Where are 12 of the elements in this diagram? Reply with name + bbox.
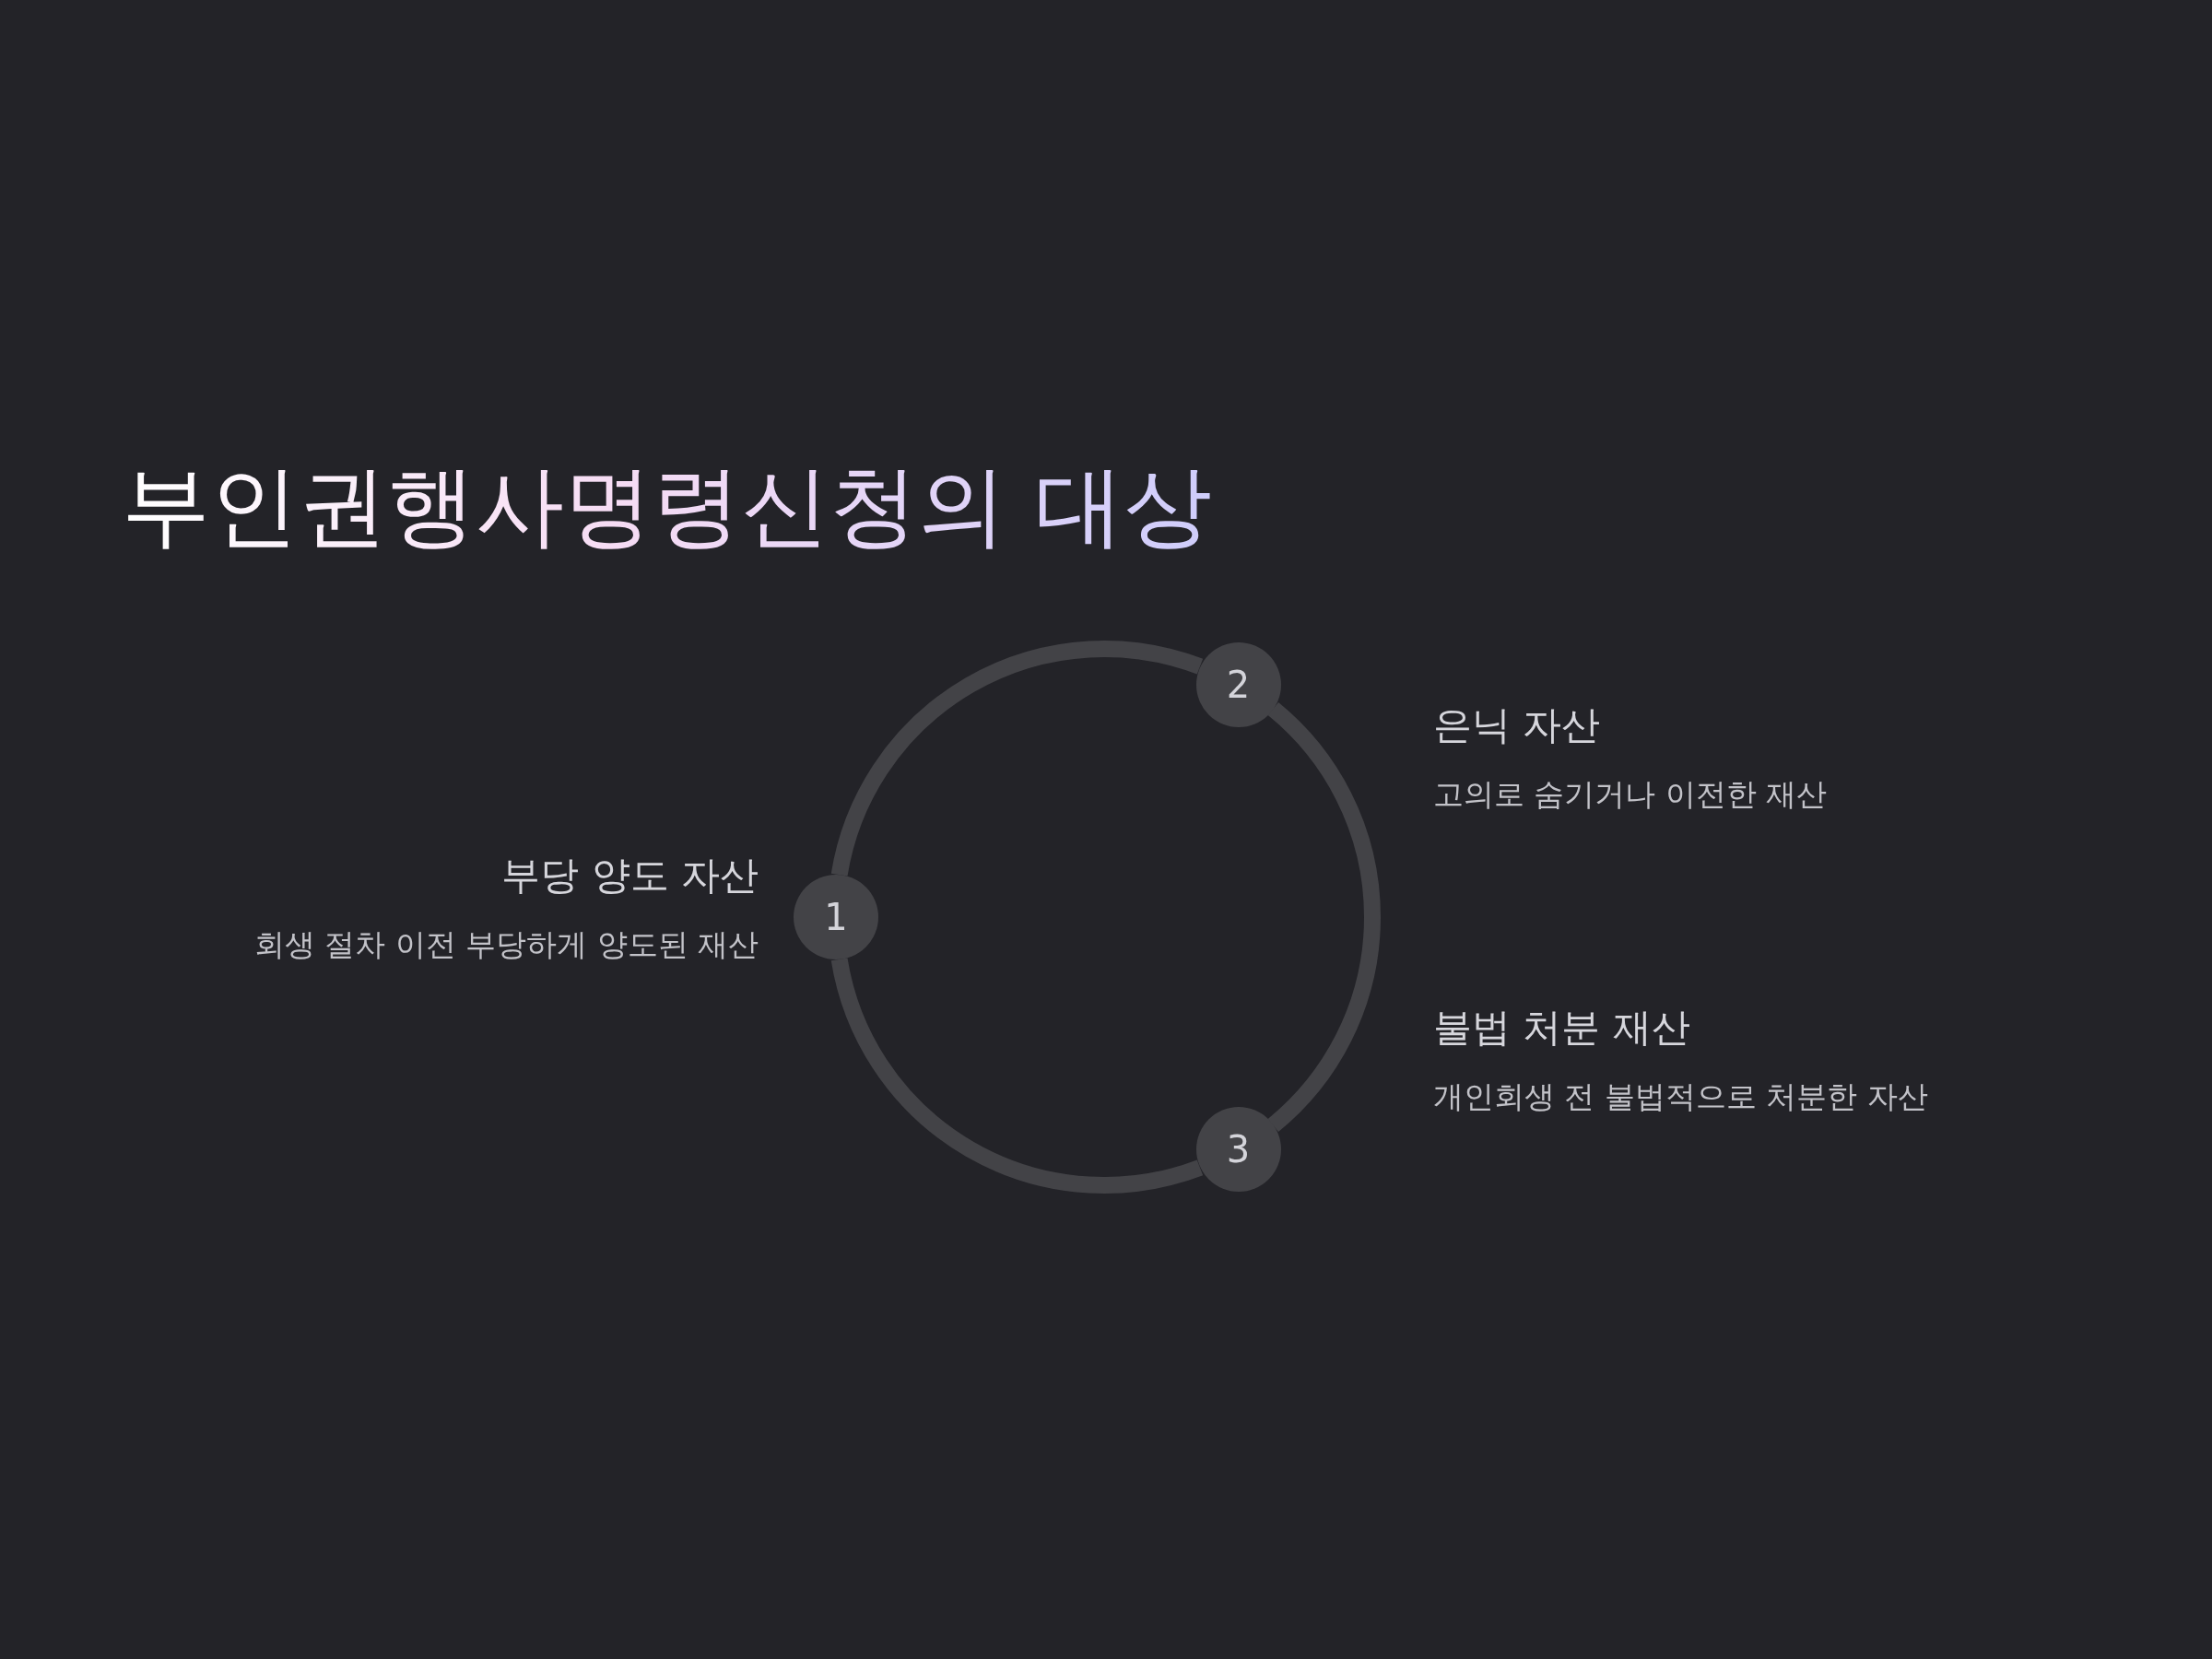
item-description: 개인회생 전 불법적으로 처분한 자산 (1433, 1078, 1928, 1115)
item-heading: 불법 처분 재산 (1433, 1005, 1690, 1052)
ring-arc (1267, 702, 1381, 1132)
item-heading: 부당 양도 자산 (501, 853, 759, 900)
ring-arc (830, 641, 1203, 877)
number-circle: 1 (794, 875, 878, 959)
ring-arc (830, 957, 1203, 1194)
item-heading: 은닉 자산 (1433, 702, 1601, 749)
number-circle: 2 (1195, 642, 1281, 727)
item-description: 고의로 숨기거나 이전한 재산 (1433, 776, 1828, 813)
item-description: 회생 절차 이전 부당하게 양도된 재산 (253, 926, 759, 963)
number-circle: 3 (1195, 1107, 1281, 1192)
